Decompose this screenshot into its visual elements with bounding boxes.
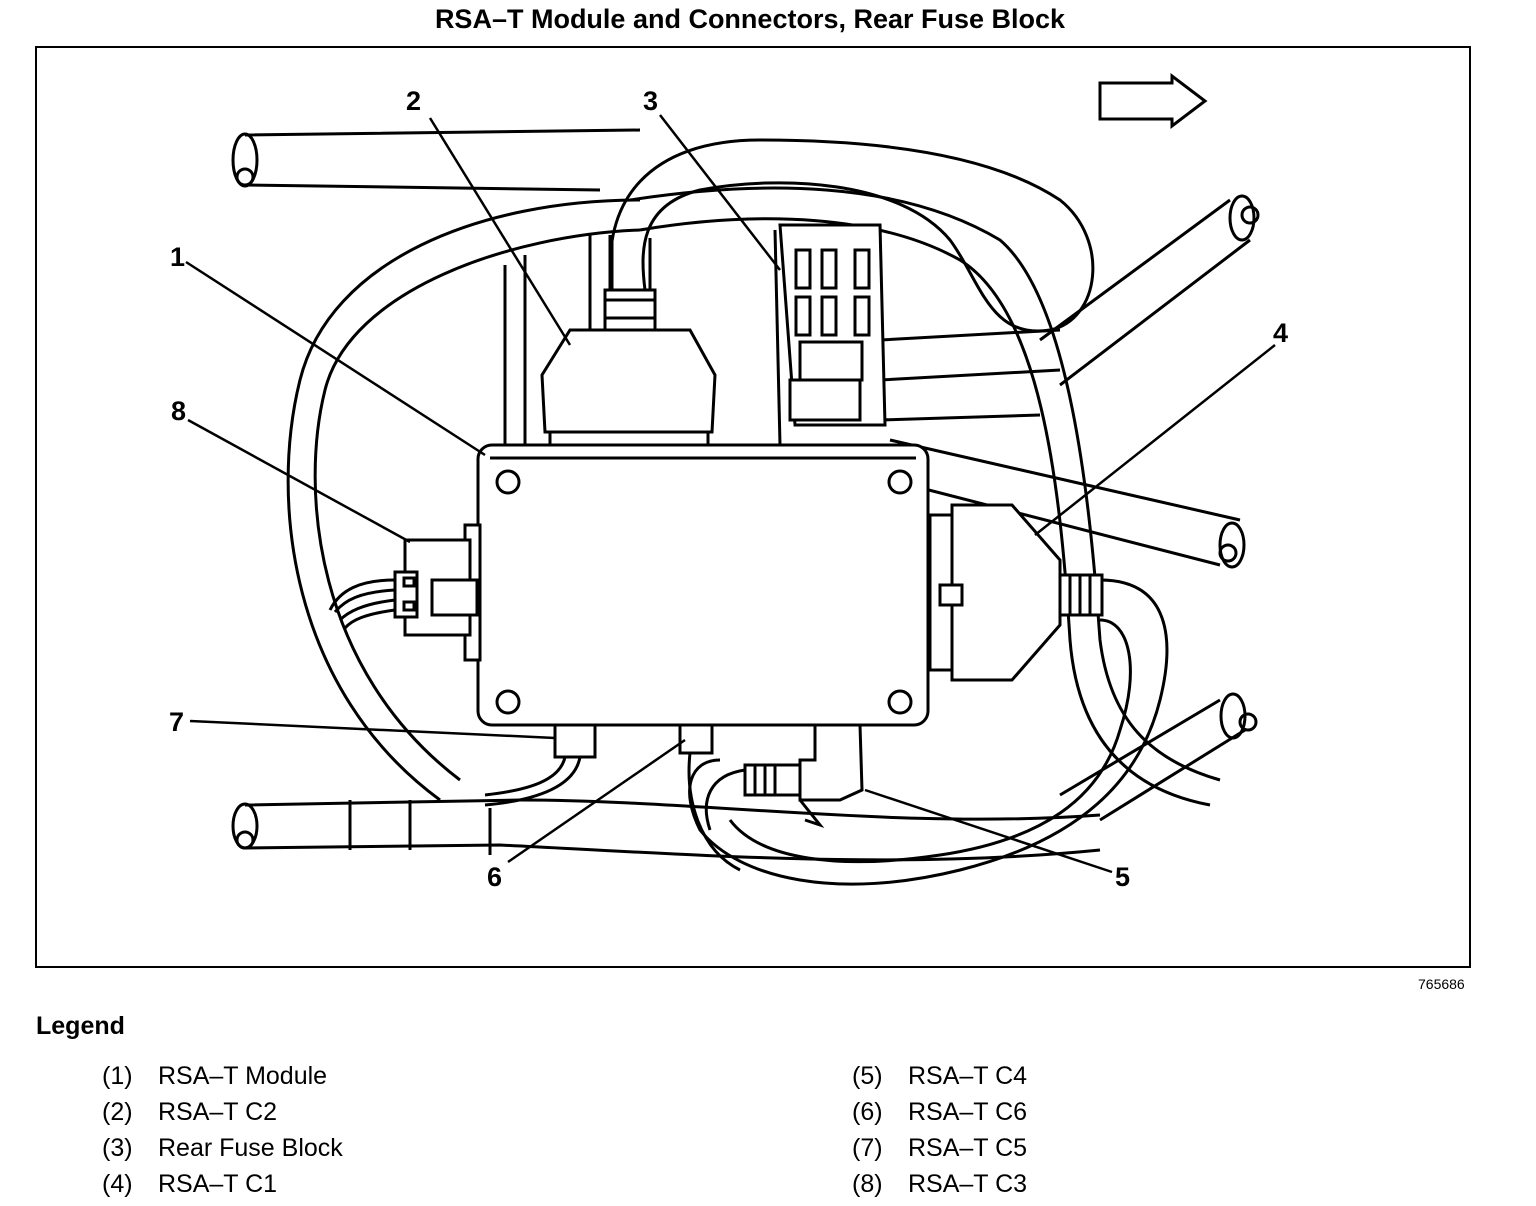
wiring-harness (231, 128, 1260, 886)
legend-label: RSA–T C3 (908, 1170, 1028, 1198)
diagram-figure: 1 2 3 4 5 6 7 8 (35, 46, 1471, 968)
rsa-t-module (476, 443, 930, 727)
legend-column-right: (5) RSA–T C4 (6) RSA–T C6 (7) RSA–T C5 (8) R… (852, 1062, 1252, 1206)
legend-number: (4) (102, 1170, 133, 1198)
callout-2: 2 (406, 86, 421, 116)
legend-label: RSA–T Module (158, 1062, 328, 1090)
legend-label: Rear Fuse Block (158, 1134, 343, 1162)
diagram-frame (35, 46, 1471, 968)
callout-8: 8 (171, 396, 186, 426)
forward-arrow-icon (1098, 72, 1208, 130)
c3-connector (328, 523, 482, 662)
callout-5: 5 (1115, 862, 1130, 892)
legend-item: (4) RSA–T C1 (102, 1170, 502, 1206)
legend-number: (6) (852, 1098, 883, 1126)
legend-item: (2) RSA–T C2 (102, 1098, 502, 1134)
rear-fuse-block (773, 223, 887, 446)
legend-item: (5) RSA–T C4 (852, 1062, 1252, 1098)
callout-7: 7 (169, 707, 184, 737)
callout-3: 3 (643, 86, 658, 116)
legend-heading: Legend (36, 1012, 125, 1040)
diagram-title: RSA–T Module and Connectors, Rear Fuse B… (434, 4, 1066, 34)
c4-connector (798, 723, 864, 802)
legend-item: (8) RSA–T C3 (852, 1170, 1252, 1206)
legend-label: RSA–T C2 (158, 1098, 278, 1126)
legend-item: (6) RSA–T C6 (852, 1098, 1252, 1134)
legend-item: (7) RSA–T C5 (852, 1134, 1252, 1170)
leader-lines (185, 114, 1276, 874)
legend-label: RSA–T C1 (158, 1170, 278, 1198)
legend-column-left: (1) RSA–T Module (2) RSA–T C2 (3) Rear Fuse… (102, 1062, 502, 1206)
legend-number: (7) (852, 1134, 883, 1162)
c5-connector (553, 723, 597, 759)
legend-number: (5) (852, 1062, 883, 1090)
callout-6: 6 (487, 862, 502, 892)
callout-1: 1 (170, 242, 185, 272)
bottom-connectors (484, 723, 864, 872)
figure-id: 765686 (1418, 976, 1465, 992)
legend-label: RSA–T C6 (908, 1098, 1028, 1126)
legend-number: (8) (852, 1170, 883, 1198)
callout-labels: 1 2 3 4 5 6 7 8 (169, 86, 1288, 892)
c6-connector (678, 723, 714, 755)
legend-number: (1) (102, 1062, 133, 1090)
legend-item: (3) Rear Fuse Block (102, 1134, 502, 1170)
legend-number: (3) (102, 1134, 133, 1162)
legend-label: RSA–T C5 (908, 1134, 1028, 1162)
legend-label: RSA–T C4 (908, 1062, 1028, 1090)
c1-connector (928, 503, 1104, 682)
legend-item: (1) RSA–T Module (102, 1062, 502, 1098)
callout-4: 4 (1273, 318, 1288, 348)
legend-number: (2) (102, 1098, 133, 1126)
